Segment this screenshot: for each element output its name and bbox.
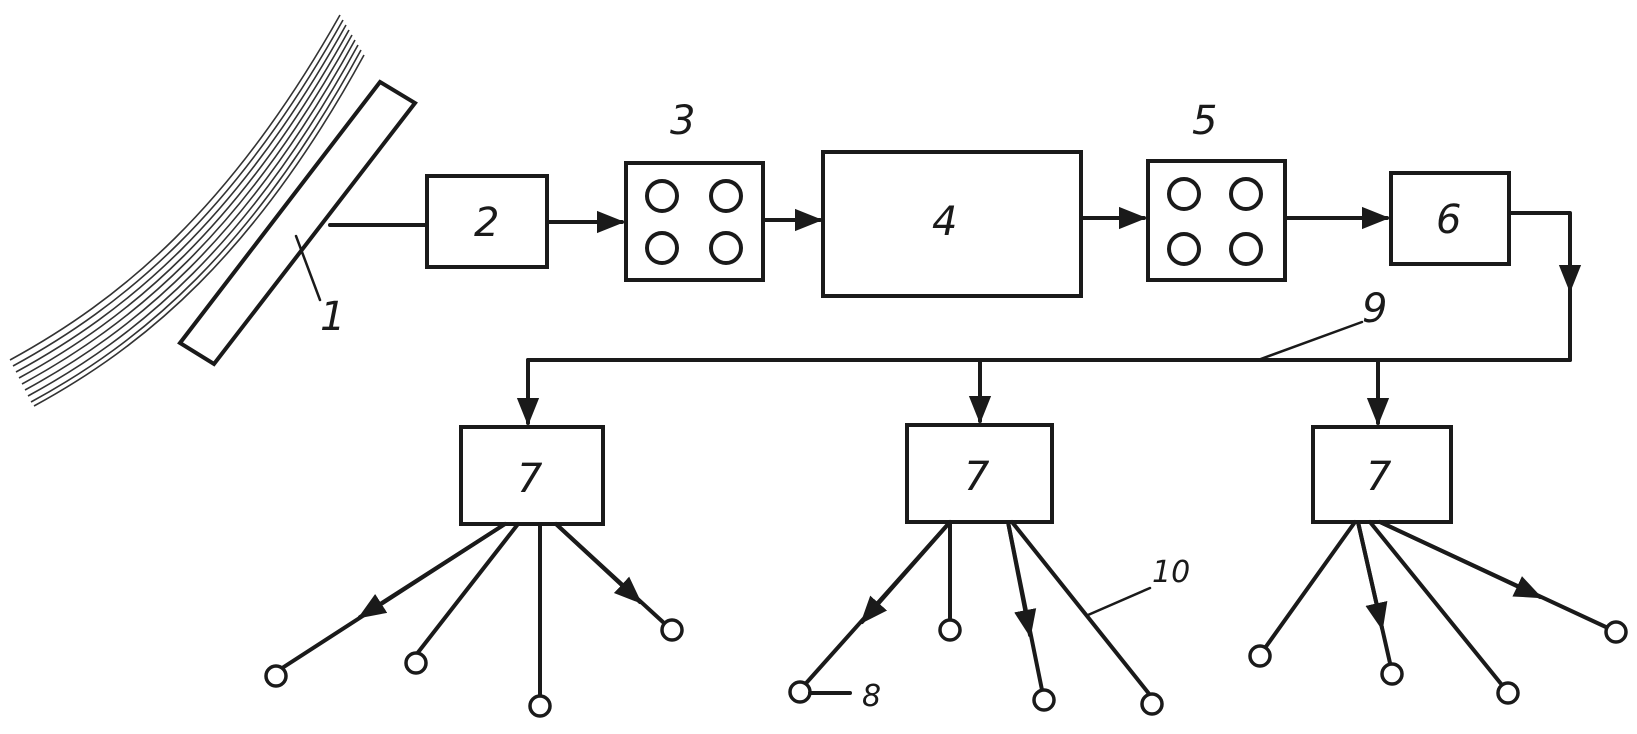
fanout-line xyxy=(554,522,643,604)
sensor-leader-line xyxy=(294,234,322,302)
block-3 xyxy=(624,161,765,282)
label-8: 8 xyxy=(862,679,881,714)
label-2: 2 xyxy=(474,200,499,246)
block-5-hole xyxy=(1167,232,1201,266)
terminal-circle xyxy=(1496,681,1520,705)
bus-leader-line xyxy=(1256,320,1364,362)
terminal-circle xyxy=(1140,692,1164,716)
fiber-bundle xyxy=(9,14,365,407)
block-5-hole xyxy=(1167,177,1201,211)
fanout-line xyxy=(1356,520,1388,631)
block-3-hole xyxy=(709,231,743,265)
fanout-line xyxy=(1368,520,1504,687)
block-3-hole xyxy=(709,179,743,213)
label-7b: 7 xyxy=(964,454,990,500)
block-5-hole xyxy=(1229,177,1263,211)
label-7a: 7 xyxy=(517,456,543,502)
block-4 xyxy=(821,150,1083,298)
label-3: 3 xyxy=(670,98,695,144)
block-7b xyxy=(905,423,1054,524)
block-7a xyxy=(459,425,605,526)
label-7c: 7 xyxy=(1366,454,1392,500)
block-5 xyxy=(1146,159,1287,282)
terminal-circle xyxy=(788,680,812,704)
terminal-circle xyxy=(1380,662,1404,686)
terminal-circle xyxy=(528,694,552,718)
line-6-to-bus xyxy=(1507,211,1572,362)
label-6: 6 xyxy=(1436,197,1461,243)
terminal-circle xyxy=(264,664,288,688)
label-5: 5 xyxy=(1192,98,1217,144)
fanout-line xyxy=(1010,520,1152,697)
terminal-circle xyxy=(1604,620,1628,644)
fanout-line xyxy=(414,522,520,657)
label-9: 9 xyxy=(1362,286,1387,332)
sensor-strip xyxy=(177,79,418,367)
fanout-line xyxy=(1378,520,1543,599)
label-10: 10 xyxy=(1152,555,1190,590)
label-1: 1 xyxy=(320,294,345,340)
line-leader xyxy=(1086,586,1152,617)
fanout-line xyxy=(1006,520,1037,638)
terminal-circle xyxy=(938,618,962,642)
terminal-circle xyxy=(1032,688,1056,712)
terminal-circle xyxy=(1248,644,1272,668)
block-5-hole xyxy=(1229,232,1263,266)
block-6 xyxy=(1389,171,1511,266)
terminal-circle xyxy=(660,618,684,642)
fanout-line xyxy=(860,520,952,625)
terminals xyxy=(264,618,1628,718)
block-3-hole xyxy=(645,231,679,265)
fanout-line xyxy=(357,522,507,619)
fanout-line xyxy=(1263,520,1357,650)
block-3-hole xyxy=(645,179,679,213)
label-4: 4 xyxy=(932,199,957,245)
block-2 xyxy=(425,174,549,269)
terminal-circle xyxy=(404,651,428,675)
